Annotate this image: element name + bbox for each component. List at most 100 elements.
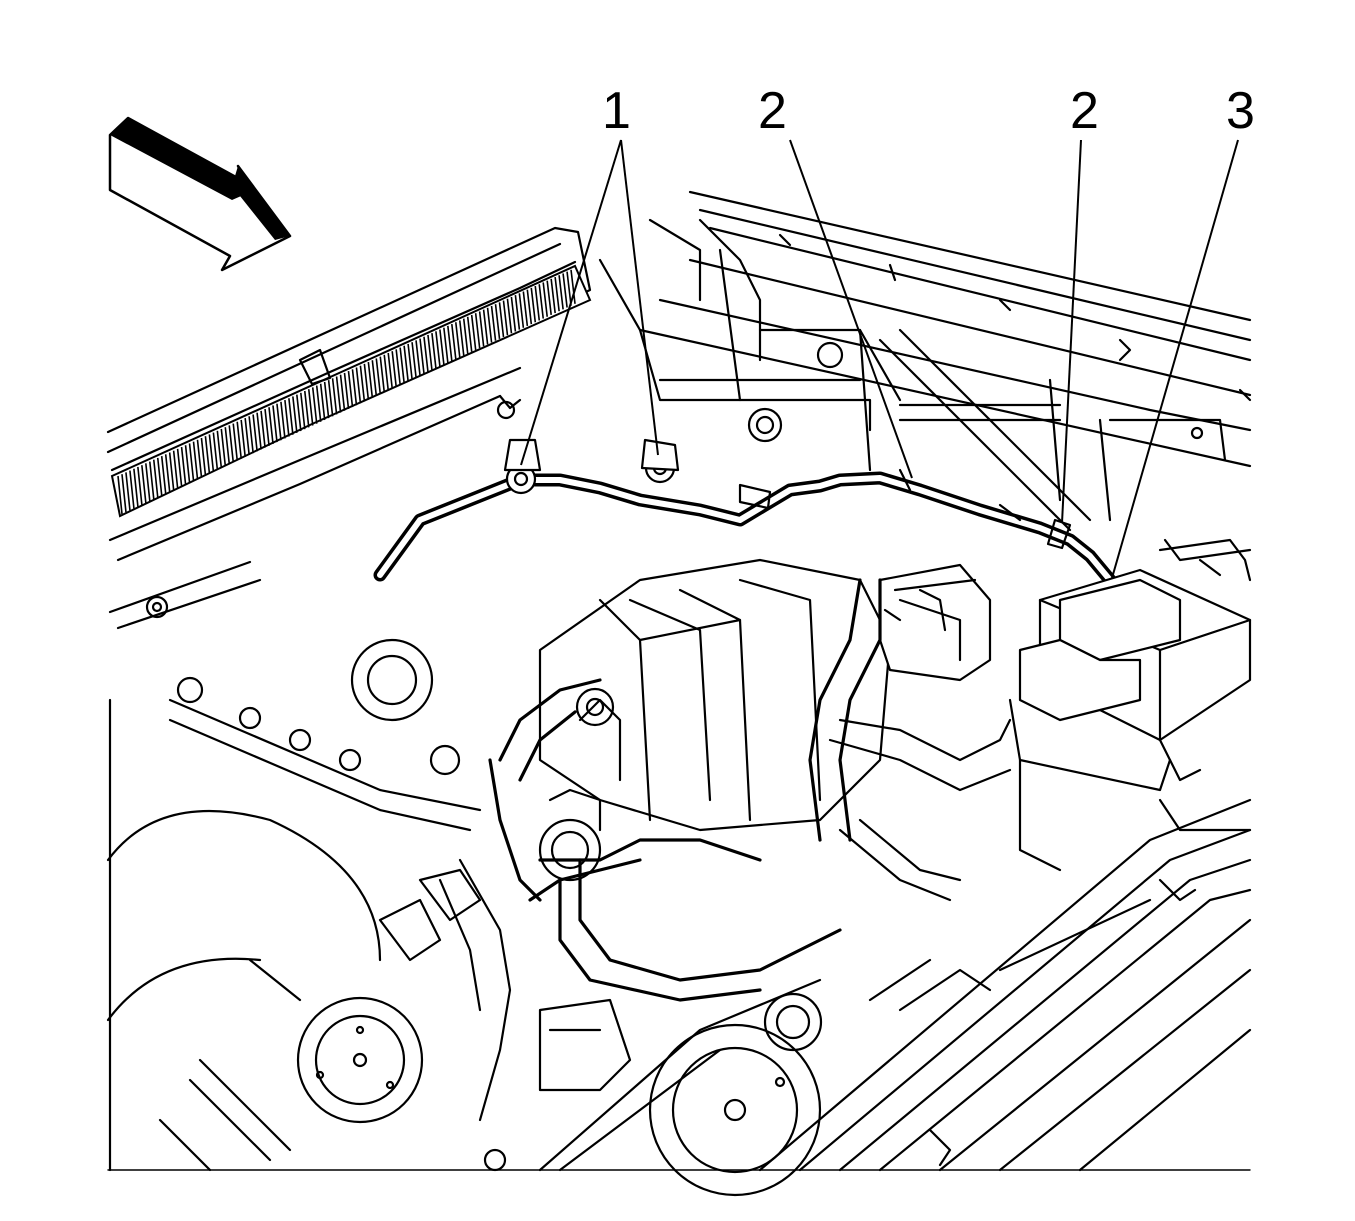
grille-slat xyxy=(451,323,457,360)
grille-slat xyxy=(224,427,231,465)
grille-slat xyxy=(379,356,386,393)
callout-2a: 2 xyxy=(758,82,787,140)
grille-slat xyxy=(145,463,151,502)
grille-slat xyxy=(359,365,366,402)
callout-labels: 1 2 2 3 xyxy=(602,82,1255,140)
grille-slat xyxy=(137,466,143,505)
wiring-harness xyxy=(373,438,1117,587)
grille-slat xyxy=(343,372,350,410)
rear-bulkhead-structure xyxy=(598,190,1252,532)
grille-slat xyxy=(383,354,390,391)
grille-slat xyxy=(443,327,449,363)
grille-slat xyxy=(538,284,545,319)
grille-slat xyxy=(133,468,139,507)
grille-slat xyxy=(371,360,378,397)
leader-2a xyxy=(789,139,913,479)
grille-slat xyxy=(351,369,358,406)
grille-slat xyxy=(252,414,258,452)
grille-slat xyxy=(530,287,537,323)
callout-leaders xyxy=(520,139,1239,579)
grille-slat xyxy=(554,276,560,312)
grille-slat xyxy=(148,461,155,500)
grille-slat xyxy=(200,437,207,476)
grille-slat xyxy=(466,316,473,352)
leader-2b xyxy=(1061,139,1082,524)
grille-slat xyxy=(323,381,330,419)
grille-slat xyxy=(264,408,270,446)
grille-slat xyxy=(395,349,401,386)
grille-slat xyxy=(462,318,469,354)
grille-slat xyxy=(260,410,266,448)
grille-slat xyxy=(292,396,298,433)
grille-slat xyxy=(220,428,227,467)
grille-slat xyxy=(296,394,302,432)
leader-1b xyxy=(620,139,659,456)
grille-slat xyxy=(141,465,147,504)
cowl-panel xyxy=(106,226,592,630)
grille-slat xyxy=(427,334,433,371)
grille-slat xyxy=(490,305,497,341)
grille-slat xyxy=(160,456,167,494)
grille-slat xyxy=(550,278,556,314)
grille-slat xyxy=(192,441,199,480)
grille-slat xyxy=(447,325,453,362)
grille-slat xyxy=(542,282,549,317)
grille-slat xyxy=(164,454,171,492)
grille-slat xyxy=(514,295,521,330)
grille-slat xyxy=(240,419,246,457)
view-direction-arrow-icon xyxy=(108,116,292,272)
grille-slat xyxy=(518,293,525,328)
grille-slat xyxy=(303,390,310,428)
grille-slat xyxy=(315,385,322,422)
grille-slat xyxy=(276,403,282,441)
grille-slat xyxy=(196,439,203,478)
grille-slat xyxy=(117,475,123,515)
grille-slat xyxy=(363,363,370,400)
callout-2b: 2 xyxy=(1070,82,1099,140)
grille-slat xyxy=(327,380,334,417)
grille-slat xyxy=(570,269,576,304)
grille-slat xyxy=(244,418,250,456)
grille-slat xyxy=(339,374,346,411)
engine-intake-manifold xyxy=(538,558,892,882)
front-accessory-drive xyxy=(106,638,512,1172)
grille-slat xyxy=(216,430,223,468)
grille-slat xyxy=(288,398,294,435)
grille-slat xyxy=(419,338,425,374)
grille-slat xyxy=(423,336,429,373)
grille-slat xyxy=(228,425,235,463)
grille-slat xyxy=(411,342,417,378)
grille-slat xyxy=(331,378,338,415)
grille-slat xyxy=(125,472,131,511)
grille-slat xyxy=(415,340,421,376)
grille-slat xyxy=(510,296,517,332)
grille-slat xyxy=(129,470,135,509)
grille-slat xyxy=(212,432,219,470)
leader-1a xyxy=(520,139,622,466)
grille-slat xyxy=(272,405,278,443)
grille-slat xyxy=(474,313,481,349)
grille-slat xyxy=(526,289,533,325)
grille-slat xyxy=(319,383,326,421)
grille-slat xyxy=(256,412,262,450)
grille-slat xyxy=(367,361,374,398)
grille-slat xyxy=(562,273,568,308)
grille-slat xyxy=(387,352,394,389)
grille-slat xyxy=(502,300,509,336)
grille-slat xyxy=(431,333,437,369)
grille-slat xyxy=(522,291,529,327)
grille-slat xyxy=(156,457,163,496)
grille-slat xyxy=(534,285,541,321)
leader-3 xyxy=(1111,139,1239,579)
grille-slat xyxy=(407,343,413,380)
throttle-actuator xyxy=(878,563,992,682)
grille-slat xyxy=(236,421,243,459)
grille-slat xyxy=(232,423,239,461)
grille-slat xyxy=(300,392,306,430)
grille-slat xyxy=(355,367,362,404)
grille-slat xyxy=(494,304,501,339)
grille-slat xyxy=(280,401,286,439)
grille-slat xyxy=(248,416,254,454)
grille-slat xyxy=(204,436,211,474)
